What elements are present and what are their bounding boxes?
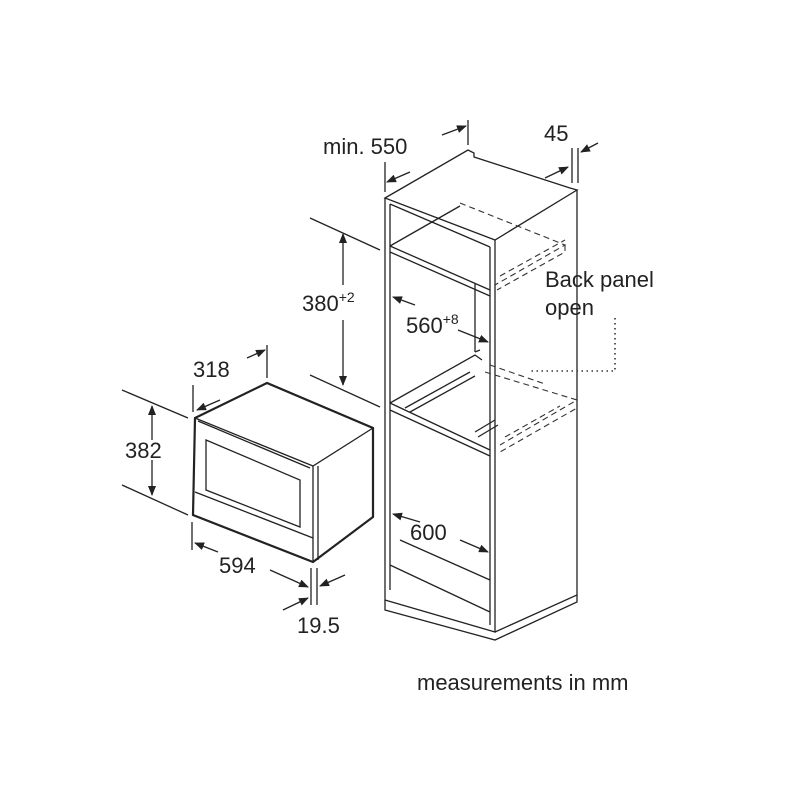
appliance-height-label: 382	[125, 438, 162, 463]
units-note: measurements in mm	[417, 670, 629, 695]
cabinet-depth-label: min. 550	[323, 134, 407, 159]
niche-height-value: 380	[302, 291, 339, 316]
back-panel-label-line2: open	[545, 295, 594, 320]
dimension-lines	[121, 120, 599, 611]
tall-cabinet	[383, 149, 616, 641]
built-in-microwave	[191, 381, 375, 564]
niche-height-tolerance: +2	[339, 289, 355, 305]
front-thickness-label: 19.5	[297, 613, 340, 638]
back-panel-label-line1: Back panel	[545, 267, 654, 292]
appliance-depth-label: 318	[193, 357, 230, 382]
back-gap-label: 45	[544, 121, 568, 146]
niche-height-label: 380+2	[302, 289, 355, 316]
appliance-width-label: 594	[219, 553, 256, 578]
cabinet-width-label: 600	[410, 520, 447, 545]
niche-width-value: 560	[406, 313, 443, 338]
niche-width-label: 560+8	[406, 311, 459, 338]
niche-width-tolerance: +8	[443, 311, 459, 327]
